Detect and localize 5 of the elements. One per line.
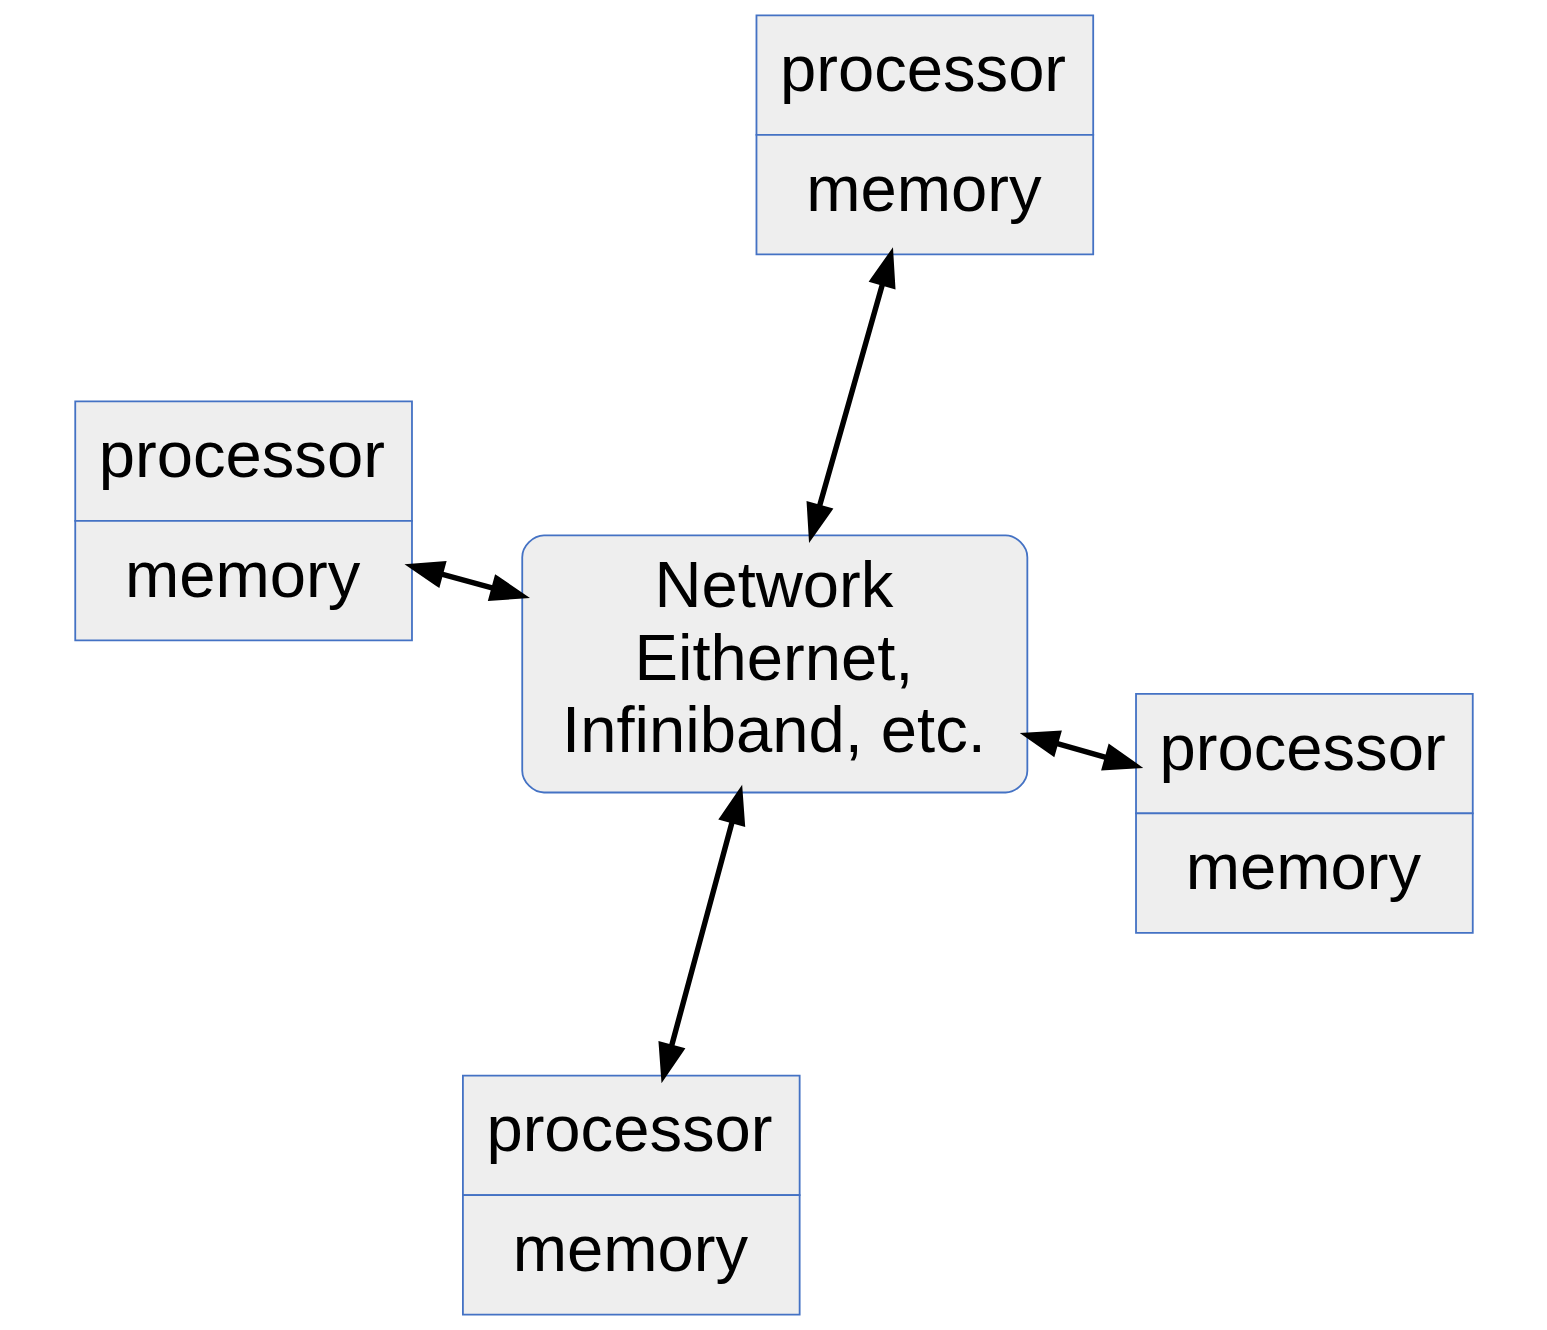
- arrow: [403, 561, 530, 602]
- node-box: Network Eithernet, Infiniband, etc.: [520, 534, 1028, 794]
- arrow: [657, 784, 745, 1084]
- arrow: [1019, 730, 1143, 771]
- arrow: [806, 247, 896, 544]
